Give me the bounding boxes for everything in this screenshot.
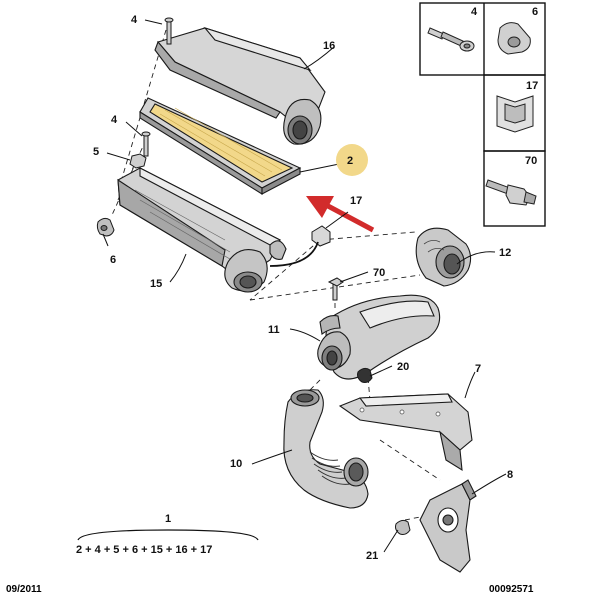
callout-6: 6: [110, 254, 116, 266]
part-6-grommet: [96, 217, 115, 237]
callout-1: 1: [165, 513, 171, 525]
part-7-heat-shield: [338, 393, 473, 472]
kit-formula: 2 + 4 + 5 + 6 + 15 + 16 + 17: [76, 544, 212, 556]
callout-8: 8: [507, 469, 513, 481]
grommet-icon: [497, 22, 531, 55]
part-4-screw-mid: [141, 131, 151, 157]
kit-bracket: 2 + 4 + 5 + 6 + 15 + 16 + 17: [76, 529, 259, 556]
footer-date: 09/2011: [6, 584, 42, 595]
callout-15: 15: [150, 278, 162, 290]
callout-11: 11: [268, 324, 280, 336]
callout-4-mid: 4: [111, 114, 118, 126]
callout-20: 20: [397, 361, 409, 373]
highlight-arrow: [306, 196, 375, 233]
part-21-grommet: [395, 519, 411, 535]
footer-reference: 00092571: [489, 584, 534, 595]
part-8-bracket: [419, 479, 477, 573]
callout-2: 2: [347, 155, 353, 167]
legend-table: [419, 2, 546, 227]
legend-label-4: 4: [471, 6, 478, 18]
part-70-bolt: [327, 277, 344, 301]
part-2-air-filter: [139, 97, 302, 195]
legend-cell-17: 17: [496, 80, 538, 133]
callout-labels: 4 16 4 5 2 17 6 15 70 12 11 20 7 10 8 1 …: [93, 14, 513, 562]
screw-icon: [427, 27, 475, 52]
callout-4-top: 4: [131, 14, 138, 26]
part-5-nut: [129, 153, 147, 169]
legend-label-6: 6: [532, 6, 538, 18]
legend-cell-4: 4: [427, 6, 478, 52]
callout-5: 5: [93, 146, 99, 158]
callout-2-highlight: [336, 144, 368, 176]
bolt-icon: [485, 179, 537, 206]
callout-7: 7: [475, 363, 481, 375]
legend-label-17: 17: [526, 80, 538, 92]
callout-16: 16: [323, 40, 335, 52]
part-10-bellows-hose: [283, 389, 369, 509]
part-20-grommet: [357, 367, 373, 383]
legend-cell-6: 6: [497, 6, 538, 55]
legend-label-70: 70: [525, 155, 537, 167]
callout-12: 12: [499, 247, 511, 259]
callout-17: 17: [350, 195, 362, 207]
part-17-clip: [269, 225, 331, 267]
clip-icon: [496, 95, 534, 133]
part-12-coupling: [415, 227, 472, 287]
callout-21: 21: [366, 550, 378, 562]
callout-10: 10: [230, 458, 242, 470]
part-11-intake-duct: [317, 294, 441, 380]
legend-cell-70: 70: [485, 155, 537, 206]
part-16-airbox-cover: [154, 26, 326, 145]
callout-70: 70: [373, 267, 385, 279]
part-4-screw-top: [164, 17, 174, 45]
part-15-lower-airbox: [117, 167, 287, 293]
